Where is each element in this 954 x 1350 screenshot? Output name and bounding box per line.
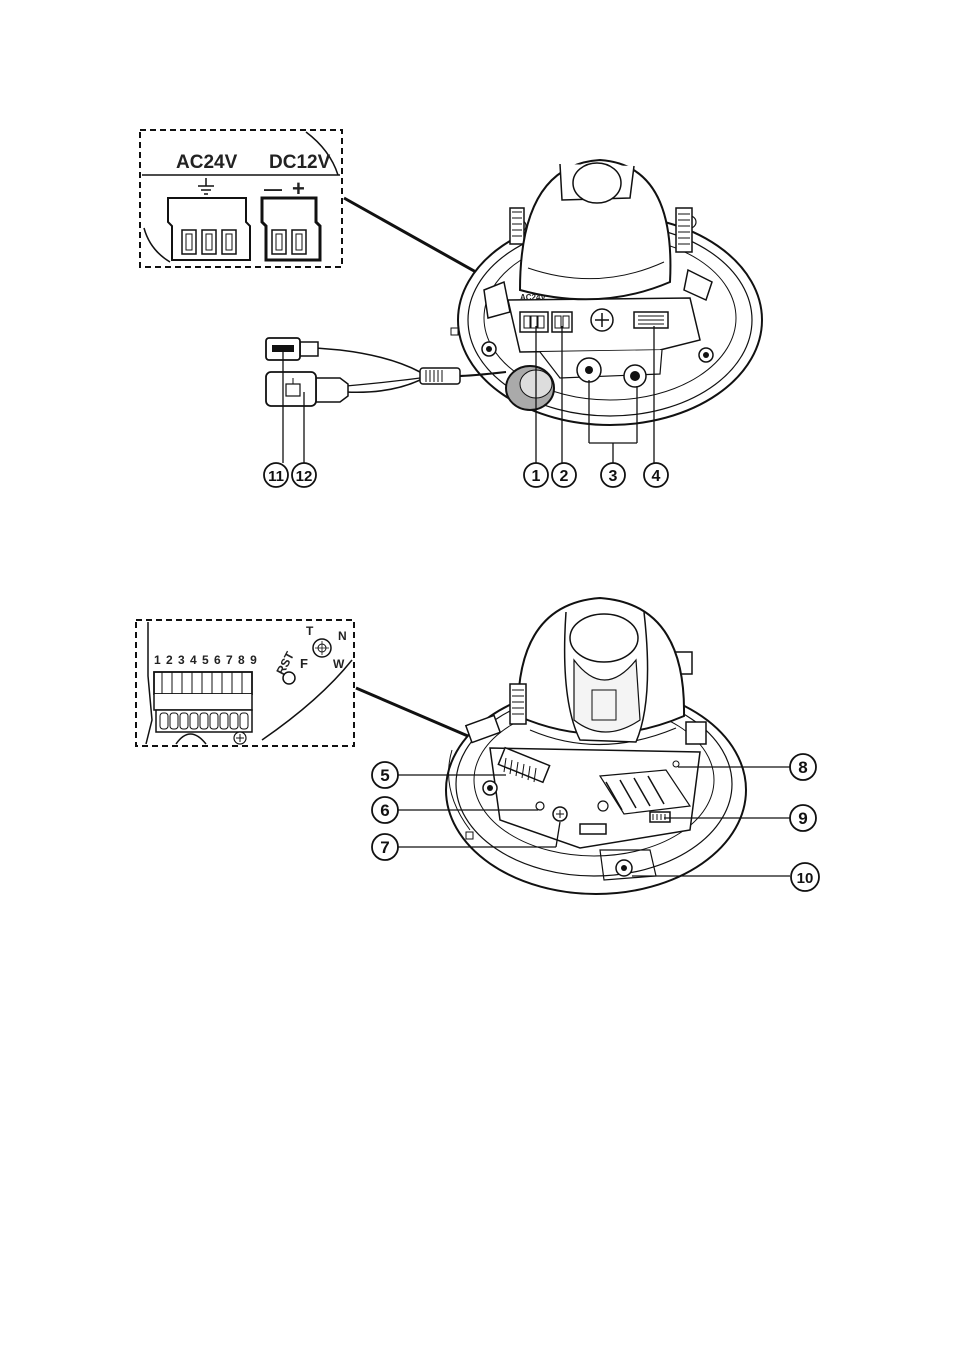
ac-terminal-block [167, 197, 251, 261]
svg-text:3: 3 [609, 468, 618, 485]
svg-text:8: 8 [798, 758, 807, 777]
terminal-screw-row [159, 712, 249, 730]
ground-icon [198, 178, 214, 195]
callout-12: 12 [291, 462, 317, 488]
heat-sink-fins [598, 769, 692, 815]
svg-text:11: 11 [268, 468, 284, 485]
callout-7: 7 [371, 833, 399, 861]
callout-9: 9 [789, 804, 817, 832]
pin-number-row: 1 2 3 4 5 6 7 8 9 [154, 653, 258, 667]
callout-4: 4 [643, 462, 669, 488]
svg-text:10: 10 [797, 870, 814, 887]
dc12v-label: DC12V [269, 152, 331, 173]
svg-text:2: 2 [560, 468, 569, 485]
svg-text:12: 12 [296, 468, 313, 485]
power-terminal-inset: AC24V DC12V — + [139, 129, 343, 268]
callout-3: 3 [600, 462, 626, 488]
dc-minus-sign: — [264, 179, 282, 199]
svg-text:4: 4 [652, 468, 661, 485]
callout-10: 10 [790, 862, 820, 892]
figure-1-leader-lines [282, 326, 655, 463]
callout-5: 5 [371, 761, 399, 789]
focus-t-label: T [306, 624, 314, 638]
callout-8: 8 [789, 753, 817, 781]
svg-text:1: 1 [532, 468, 541, 485]
svg-text:7: 7 [380, 838, 389, 857]
callout-2: 2 [551, 462, 577, 488]
figure-2-controls: 1 2 3 4 5 6 7 8 9 RST F T [135, 596, 820, 895]
alarm-terminal-inset: 1 2 3 4 5 6 7 8 9 RST F T [135, 619, 355, 747]
focus-w-label: W [333, 657, 345, 671]
focus-f-label: F [300, 656, 308, 671]
camera-body-angled-view [445, 596, 747, 895]
callout-6: 6 [371, 796, 399, 824]
zoom-knob-icon [312, 638, 332, 658]
dc-terminal-block [260, 196, 322, 262]
svg-text:9: 9 [798, 809, 807, 828]
focus-n-label: N [338, 629, 347, 643]
pigtail-cables [265, 337, 507, 407]
dc-plus-sign: + [292, 176, 305, 201]
ac24v-label: AC24V [176, 152, 238, 173]
callout-11: 11 [263, 462, 289, 488]
board-ac24v-text: AC24V [520, 293, 546, 302]
callout-1: 1 [523, 462, 549, 488]
svg-text:6: 6 [380, 801, 389, 820]
figure-2-leader-lines [398, 766, 790, 877]
svg-text:5: 5 [380, 766, 389, 785]
camera-body-top-view: AC24V [450, 158, 763, 426]
reset-button-icon [282, 671, 296, 685]
figure-1-connections: AC24V DC12V — + [139, 129, 763, 488]
